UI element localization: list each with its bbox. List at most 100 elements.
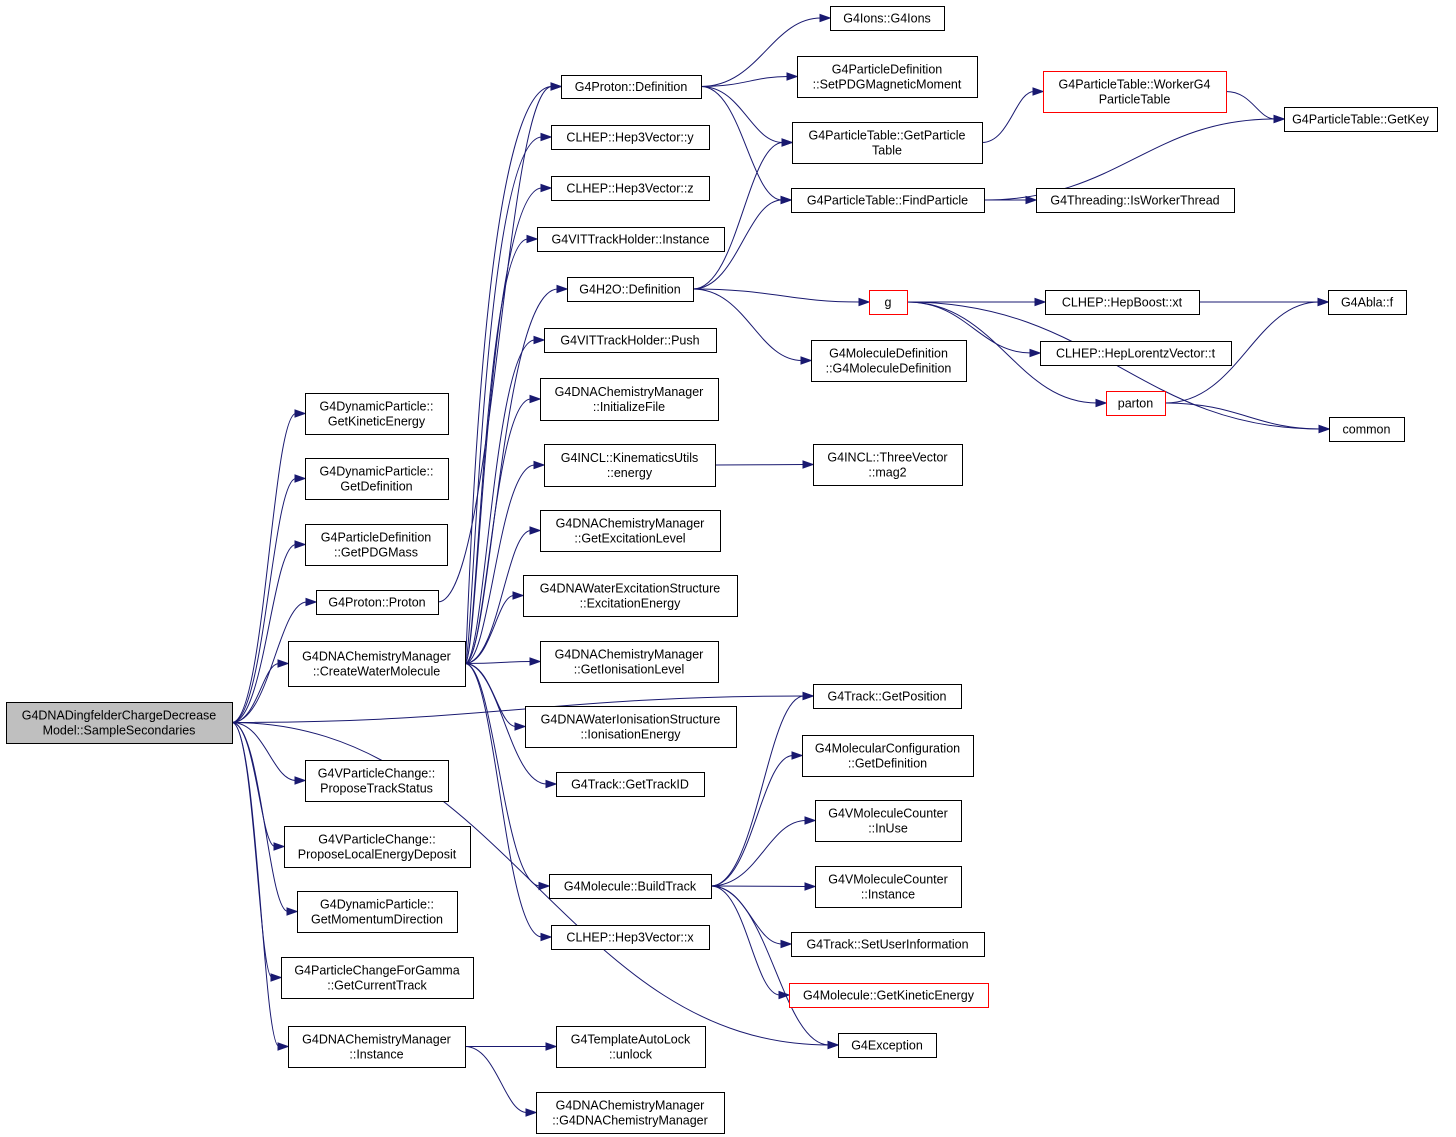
node-mol-ke[interactable]: G4Molecule::GetKineticEnergy	[789, 983, 989, 1008]
node-pt-find[interactable]: G4ParticleTable::FindParticle	[791, 188, 985, 213]
edge-arrowhead	[286, 907, 299, 916]
node-box	[551, 925, 710, 950]
node-chem-init[interactable]: G4DNAChemistryManager::InitializeFile	[540, 378, 719, 421]
node-pt-key[interactable]: G4ParticleTable::GetKey	[1284, 107, 1438, 132]
node-box	[813, 444, 963, 486]
node-vmc-inuse[interactable]: G4VMoleculeCounter::InUse	[815, 800, 962, 842]
node-label: ::G4MoleculeDefinition	[826, 362, 952, 376]
node-label: ::GetPDGMass	[334, 546, 418, 560]
node-track-pos[interactable]: G4Track::GetPosition	[813, 684, 962, 709]
node-pd-magn[interactable]: G4ParticleDefinition::SetPDGMagneticMome…	[797, 56, 978, 98]
node-box	[551, 125, 710, 150]
edge-arrowhead	[786, 72, 799, 81]
node-label: G4TemplateAutoLock	[571, 1033, 691, 1047]
node-dp-def[interactable]: G4DynamicParticle::GetDefinition	[305, 458, 449, 500]
node-box	[1329, 417, 1405, 442]
node-dp-mom[interactable]: G4DynamicParticle::GetMomentumDirection	[297, 891, 458, 933]
edge-mol_build-to-molconf	[710, 755, 794, 887]
node-vit-push[interactable]: G4VITTrackHolder::Push	[544, 328, 717, 353]
edge-arrowhead	[778, 990, 791, 1000]
node-ions[interactable]: G4Ions::G4Ions	[830, 6, 945, 31]
node-hep-y[interactable]: CLHEP::Hep3Vector::y	[551, 125, 710, 150]
node-label: G4DNAChemistryManager	[555, 385, 704, 399]
node-dp-ke[interactable]: G4DynamicParticle::GetKineticEnergy	[305, 393, 449, 435]
node-box	[791, 188, 985, 213]
node-boost-xt[interactable]: CLHEP::HepBoost::xt	[1045, 290, 1200, 315]
node-label: ::Instance	[349, 1048, 403, 1062]
node-label: G4INCL::KinematicsUtils	[561, 451, 699, 465]
node-exception[interactable]: G4Exception	[838, 1033, 937, 1058]
edge-arrowhead	[305, 597, 318, 607]
node-track-id[interactable]: G4Track::GetTrackID	[556, 772, 705, 797]
node-proton-def[interactable]: G4Proton::Definition	[561, 75, 702, 99]
node-box	[797, 56, 978, 98]
edge-cwm-to-chem_ion	[464, 661, 532, 664]
node-molconf[interactable]: G4MolecularConfiguration::GetDefinition	[802, 735, 974, 777]
node-wis-ion[interactable]: G4DNAWaterIonisationStructure::Ionisatio…	[525, 706, 737, 748]
node-track-setui[interactable]: G4Track::SetUserInformation	[791, 932, 985, 957]
node-mol-build[interactable]: G4Molecule::BuildTrack	[549, 874, 712, 899]
node-box	[540, 510, 721, 552]
node-label: ::G4DNAChemistryManager	[552, 1114, 708, 1128]
edge-arrowhead	[1034, 297, 1047, 307]
node-box	[536, 1092, 725, 1134]
node-label: common	[1343, 423, 1391, 437]
node-chem-ion[interactable]: G4DNAChemistryManager::GetIonisationLeve…	[540, 641, 719, 683]
node-pd-mass[interactable]: G4ParticleDefinition::GetPDGMass	[305, 524, 448, 566]
node-label: ::GetIonisationLevel	[574, 663, 685, 677]
node-label: G4ParticleDefinition	[832, 63, 943, 77]
node-label: G4DNAChemistryManager	[556, 517, 705, 531]
node-chem-ctor[interactable]: G4DNAChemistryManager::G4DNAChemistryMan…	[536, 1092, 725, 1134]
edge-arrowhead	[277, 1042, 290, 1051]
node-hep-x[interactable]: CLHEP::Hep3Vector::x	[551, 925, 710, 950]
node-label: G4Abla::f	[1341, 296, 1394, 310]
node-h2o-def[interactable]: G4H2O::Definition	[567, 277, 694, 302]
node-abla-f[interactable]: G4Abla::f	[1328, 290, 1407, 315]
node-thr-worker[interactable]: G4Threading::IsWorkerThread	[1036, 188, 1235, 213]
edge-root-to-cwm	[231, 663, 280, 723]
node-incl-mag2[interactable]: G4INCL::ThreeVector::mag2	[813, 444, 963, 486]
node-parton[interactable]: parton	[1106, 391, 1166, 416]
edge-arrowhead	[800, 356, 813, 365]
node-lorentz-t[interactable]: CLHEP::HepLorentzVector::t	[1040, 341, 1232, 366]
edge-cwm-to-hep_x	[464, 663, 543, 938]
node-label: ::GetCurrentTrack	[327, 979, 427, 993]
node-chem-inst[interactable]: G4DNAChemistryManager::Instance	[288, 1026, 466, 1068]
node-pcg-track[interactable]: G4ParticleChangeForGamma::GetCurrentTrac…	[281, 957, 474, 999]
node-box	[288, 1026, 466, 1068]
edge-arrowhead	[525, 1108, 538, 1117]
edge-arrowhead	[1095, 398, 1108, 408]
edge-arrowhead	[827, 1040, 840, 1050]
edge-arrowhead	[294, 776, 307, 785]
node-incl-energy[interactable]: G4INCL::KinematicsUtils::energy	[544, 444, 716, 487]
node-g[interactable]: g	[869, 290, 908, 315]
node-moldef[interactable]: G4MoleculeDefinition::G4MoleculeDefiniti…	[811, 340, 967, 382]
node-root[interactable]: G4DNADingfelderChargeDecreaseModel::Samp…	[6, 702, 233, 744]
edge-root-to-chem_inst	[231, 722, 280, 1047]
node-tal-unlock[interactable]: G4TemplateAutoLock::unlock	[556, 1026, 706, 1068]
node-vit-inst[interactable]: G4VITTrackHolder::Instance	[537, 227, 725, 252]
node-hep-z[interactable]: CLHEP::Hep3Vector::z	[551, 176, 710, 201]
edge-arrowhead	[1273, 114, 1286, 124]
node-chem-exc[interactable]: G4DNAChemistryManager::GetExcitationLeve…	[540, 510, 721, 552]
node-cwm[interactable]: G4DNAChemistryManager::CreateWaterMolecu…	[288, 641, 466, 687]
node-label: GetMomentumDirection	[311, 913, 443, 927]
node-label: g	[885, 296, 892, 310]
node-common[interactable]: common	[1329, 417, 1405, 442]
node-box	[544, 328, 717, 353]
node-wes-exc[interactable]: G4DNAWaterExcitationStructure::Excitatio…	[523, 575, 738, 617]
node-proton[interactable]: G4Proton::Proton	[316, 590, 439, 615]
node-box	[281, 957, 474, 999]
edge-pt_find-to-pt_key	[983, 118, 1276, 201]
node-vmc-inst[interactable]: G4VMoleculeCounter::Instance	[815, 866, 962, 908]
node-label: ::GetDefinition	[848, 757, 927, 771]
edge-proton-to-proton_def	[437, 86, 553, 603]
edge-arrowhead	[550, 82, 563, 91]
edge-cwm-to-hep_y	[464, 136, 543, 664]
node-vpc-status[interactable]: G4VParticleChange::ProposeTrackStatus	[305, 760, 449, 802]
node-vpc-local[interactable]: G4VParticleChange::ProposeLocalEnergyDep…	[284, 826, 471, 868]
edge-arrowhead	[294, 540, 307, 549]
